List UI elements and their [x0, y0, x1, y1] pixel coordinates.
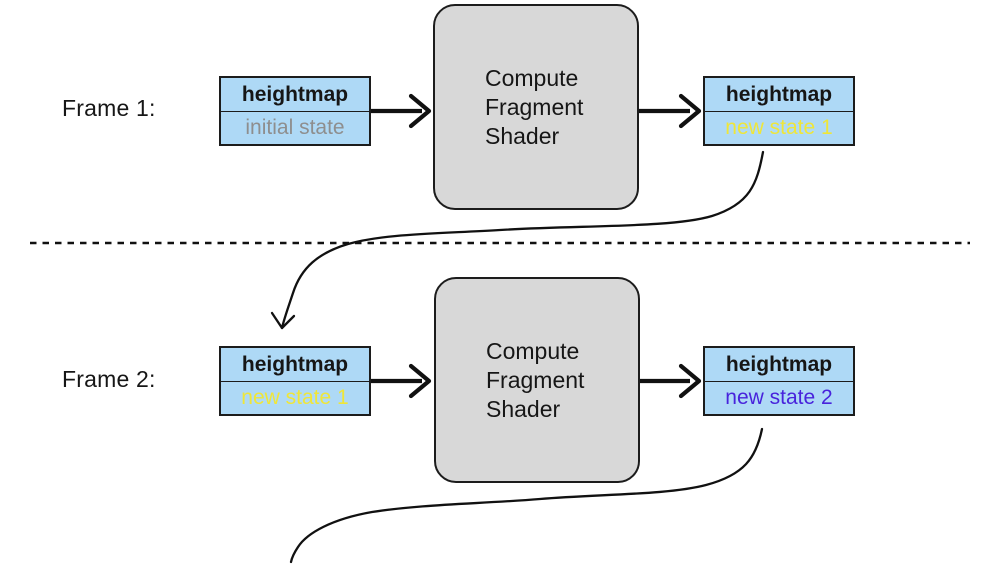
frame-1-compute-fragment-shader-box: Compute Fragment Shader — [433, 4, 639, 210]
heightmap-title: heightmap — [241, 352, 349, 376]
frame-2-compute-fragment-shader-box: Compute Fragment Shader — [434, 277, 640, 483]
heightmap-title: heightmap — [241, 82, 349, 106]
heightmap-state: initial state — [221, 110, 369, 145]
frame-2-input-arrow — [371, 363, 432, 399]
heightmap-state: new state 1 — [705, 110, 853, 145]
shader-label: Compute Fragment Shader — [436, 337, 584, 424]
frame-1-input-heightmap-box: heightmap initial state — [219, 76, 371, 146]
heightmap-state: new state 2 — [705, 380, 853, 415]
shader-label-line: Fragment — [486, 366, 585, 393]
shader-label-line: Shader — [485, 122, 560, 149]
frame-2-output-arrow — [640, 363, 702, 399]
shader-label-line: Shader — [486, 395, 561, 422]
frame-2-output-heightmap-box: heightmap new state 2 — [703, 346, 855, 416]
shader-label: Compute Fragment Shader — [435, 64, 583, 151]
frame-1-output-heightmap-box: heightmap new state 1 — [703, 76, 855, 146]
shader-label-line: Fragment — [485, 93, 584, 120]
frame-2-input-heightmap-box: heightmap new state 1 — [219, 346, 371, 416]
frame-2-label: Frame 2: — [62, 366, 156, 392]
heightmap-title: heightmap — [725, 82, 833, 106]
frame-1-label: Frame 1: — [62, 95, 156, 121]
frame-1-output-arrow — [639, 93, 702, 129]
heightmap-title: heightmap — [725, 352, 833, 376]
frame-1-input-arrow — [371, 93, 432, 129]
heightmap-state: new state 1 — [221, 380, 369, 415]
shader-label-line: Compute — [486, 337, 580, 364]
shader-label-line: Compute — [485, 64, 579, 91]
